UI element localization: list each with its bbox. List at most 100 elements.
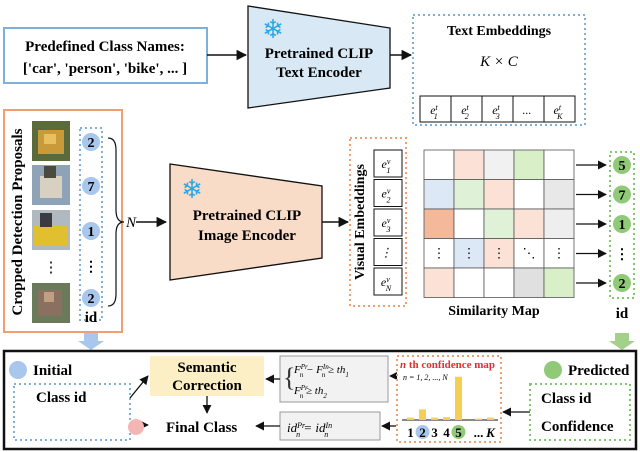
semantic-line2: Correction	[172, 378, 242, 394]
confidence-bar	[487, 417, 494, 420]
similarity-cell	[453, 238, 485, 269]
similarity-dots: ⋱	[523, 246, 536, 261]
similarity-cell	[453, 149, 485, 180]
visual-embedding-cell	[373, 149, 403, 178]
proposal-image-5	[32, 283, 70, 323]
proposal-brace	[107, 137, 125, 307]
proposal-id: 1	[88, 225, 95, 240]
visual-embedding-cell	[373, 179, 403, 207]
confidence-map-title: n th confidence map	[400, 359, 495, 371]
proposal-id: 2	[88, 292, 95, 307]
conditions-box	[279, 355, 389, 403]
similarity-cell	[543, 208, 575, 239]
similarity-cell	[423, 238, 455, 269]
predefined-names: ['car', 'person', 'bike', ... ]	[23, 61, 187, 77]
row-arrows	[576, 160, 607, 288]
visual-embedding-cell	[373, 238, 403, 266]
similarity-cell	[543, 238, 575, 269]
initial-box-text: Class id	[36, 390, 87, 406]
text-encoder-line1: Pretrained CLIP	[265, 46, 373, 62]
predicted-id-badge	[613, 215, 631, 233]
predicted-id: 5	[619, 159, 626, 174]
bar-tick-label: 2	[419, 425, 426, 440]
predicted-id: 7	[619, 189, 626, 204]
semantic-line1: Semantic	[177, 360, 237, 376]
bar-tick-label: 4	[443, 425, 450, 440]
text-embedding-cell	[419, 95, 452, 123]
similarity-cell	[513, 179, 545, 210]
text-embedding-cell	[481, 95, 514, 123]
predicted-id: 2	[619, 277, 626, 292]
image-encoder-line2: Image Encoder	[198, 228, 296, 244]
similarity-cell	[543, 267, 575, 298]
predicted-id-list: 5 7 1 ⋮ 2	[613, 156, 631, 292]
initial-box	[13, 383, 131, 441]
bar-tick-label: 5	[455, 425, 462, 440]
semantic-correction-box	[150, 356, 264, 396]
visual-embedding-cell	[373, 267, 403, 296]
similarity-cell	[513, 149, 545, 180]
predicted-id: 1	[619, 218, 626, 233]
predicted-id-column	[609, 151, 635, 299]
predefined-title: Predefined Class Names:	[25, 39, 185, 55]
svg-text:{: {	[283, 363, 295, 392]
similarity-cell	[543, 149, 575, 180]
predicted-id-badge	[613, 274, 631, 292]
down-arrow-left	[78, 333, 104, 350]
proposal-id-badge	[82, 289, 100, 307]
bar-tick-label: 1	[407, 425, 414, 440]
similarity-cell	[423, 149, 455, 180]
final-class-label: Final Class	[166, 420, 237, 436]
initial-marker	[9, 361, 27, 379]
similarity-cell	[513, 267, 545, 298]
similarity-cell	[453, 267, 485, 298]
predicted-id: ⋮	[615, 248, 629, 263]
proposal-dots: ⋮	[44, 260, 59, 276]
proposal-image-1	[32, 121, 70, 161]
text-encoder-shape	[247, 5, 391, 109]
confidence-map-box	[396, 355, 502, 443]
tick-badge-initial	[415, 425, 430, 439]
similarity-cell	[513, 208, 545, 239]
initial-label: Initial	[33, 363, 72, 379]
text-embedding-cell	[512, 95, 545, 123]
predicted-label: Predicted	[568, 363, 630, 379]
tick-badge-predicted	[451, 425, 466, 439]
proposal-id: ⋮	[84, 260, 98, 275]
assign-box	[279, 411, 381, 441]
confidence-bar	[475, 418, 482, 420]
predicted-id-badge	[613, 156, 631, 174]
similarity-cell	[483, 208, 515, 239]
predicted-box-line1: Class id	[541, 391, 592, 407]
similarity-cell	[423, 208, 455, 239]
predicted-id-label: id	[616, 306, 629, 322]
proposal-image-3	[32, 210, 70, 250]
bar-tick-label: K	[485, 425, 496, 440]
snowflake-icon: ❄	[262, 15, 284, 44]
similarity-map-grid: ⋮⋮⋮⋱⋮	[423, 149, 575, 298]
proposal-id-badge	[82, 222, 100, 240]
final-marker	[128, 419, 144, 435]
text-embedding-label: ...	[523, 103, 532, 117]
image-encoder-line1: Pretrained CLIP	[193, 208, 301, 224]
confidence-bar	[431, 417, 438, 420]
proposal-id-badge	[82, 133, 100, 151]
similarity-cell	[453, 208, 485, 239]
similarity-dots: ⋮	[433, 246, 446, 261]
proposal-id-column	[79, 127, 103, 321]
bar-tick-label: 3	[431, 425, 438, 440]
predefined-class-box	[3, 27, 208, 84]
proposal-id-label: id	[85, 310, 98, 326]
text-embeddings-dims: K × C	[479, 54, 519, 70]
